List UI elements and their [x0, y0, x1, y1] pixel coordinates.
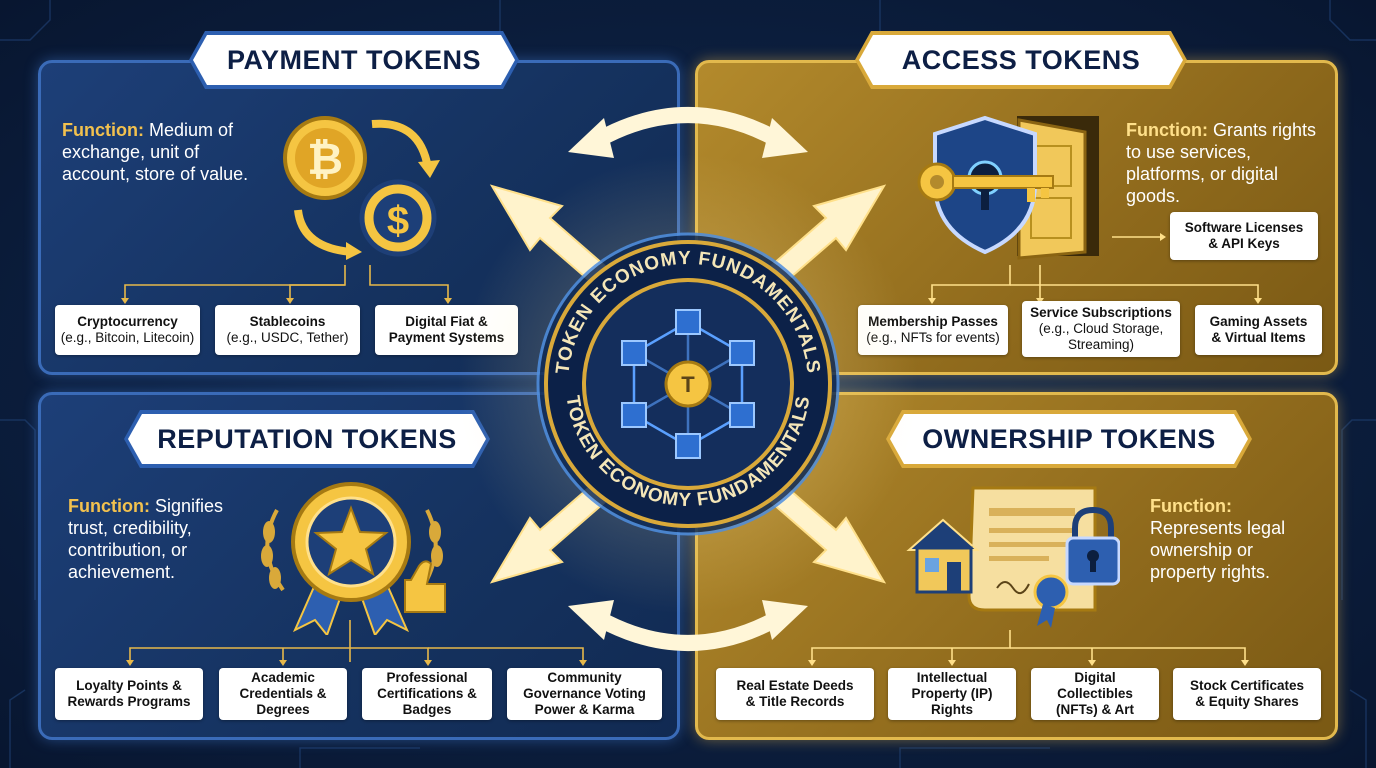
access-item-gaming-assets: Gaming Assets& Virtual Items	[1195, 305, 1322, 355]
item-label: Service Subscriptions	[1030, 305, 1172, 320]
item-label-2: & Virtual Items	[1211, 330, 1306, 345]
item-label-2: Rewards Programs	[67, 694, 191, 709]
item-label-2: & Equity Shares	[1195, 694, 1299, 709]
access-title: ACCESS TOKENS	[859, 35, 1183, 85]
ownership-item-real-estate: Real Estate Deeds& Title Records	[716, 668, 874, 720]
item-label: Stablecoins	[249, 314, 326, 329]
access-function-text: Grants rights to use services, platforms…	[1126, 120, 1317, 206]
item-label: Digital	[1074, 670, 1116, 685]
item-label-2: & Title Records	[745, 694, 845, 709]
reputation-function: Function: Signifies trust, credibility, …	[68, 495, 238, 583]
payment-title: PAYMENT TOKENS	[193, 35, 515, 85]
payment-function: Function: Medium of exchange, unit of ac…	[62, 119, 262, 185]
item-label-2: Credentials &	[239, 686, 327, 701]
network-node	[675, 309, 701, 335]
svg-text:$: $	[387, 199, 409, 243]
network-node	[621, 402, 647, 428]
item-label-3: Rights	[930, 702, 973, 717]
bottom-arrow-head-right	[762, 600, 808, 640]
svg-text:₿: ₿	[307, 135, 343, 184]
item-label: Cryptocurrency	[77, 314, 178, 329]
payment-function-text: Medium of exchange, unit of account, sto…	[62, 120, 249, 184]
access-function-label: Function:	[1126, 120, 1208, 140]
ownership-function: Function: Represents legal ownership or …	[1150, 495, 1310, 583]
bottom-curved-arrow	[590, 610, 786, 651]
core-token-letter: T	[681, 372, 695, 397]
top-curved-arrow	[590, 107, 786, 148]
item-label-3: (NFTs) & Art	[1056, 702, 1134, 717]
core-token-coin	[664, 360, 712, 408]
payment-item-stablecoins: Stablecoins(e.g., USDC, Tether)	[215, 305, 360, 355]
access-function: Function: Grants rights to use services,…	[1126, 119, 1321, 207]
item-label-3: Degrees	[256, 702, 310, 717]
reputation-function-label: Function:	[68, 496, 150, 516]
item-label: Real Estate Deeds	[736, 678, 854, 693]
payment-coins-icon: ₿ $	[283, 116, 440, 260]
item-label: Community	[547, 670, 622, 685]
item-label: Gaming Assets	[1209, 314, 1308, 329]
payment-function-label: Function:	[62, 120, 144, 140]
reputation-medal-icon	[261, 482, 446, 635]
top-arrow-head-right	[762, 118, 808, 158]
item-detail-2: Streaming)	[1067, 337, 1135, 352]
bottom-arrow-head-left	[568, 600, 614, 640]
item-label-2: Collectibles	[1057, 686, 1133, 701]
ownership-title: OWNERSHIP TOKENS	[890, 414, 1248, 464]
network-node	[675, 433, 701, 459]
ownership-function-text: Represents legal ownership or property r…	[1150, 518, 1286, 582]
reputation-function-text: Signifies trust, credibility, contributi…	[68, 496, 224, 582]
reputation-title: REPUTATION TOKENS	[128, 414, 486, 464]
hub-title-bottom-path: TOKEN ECONOMY FUNDAMENTALS	[562, 394, 814, 511]
top-arrow-head-left	[568, 118, 614, 158]
item-label-3: Power & Karma	[534, 702, 635, 717]
item-label-2: Property (IP)	[911, 686, 993, 701]
item-detail: (e.g., USDC, Tether)	[226, 330, 349, 345]
item-label: Loyalty Points &	[76, 678, 182, 693]
item-label-2: & API Keys	[1208, 236, 1280, 251]
ownership-item-stock-certificates: Stock Certificates& Equity Shares	[1173, 668, 1321, 720]
item-detail: (e.g., Bitcoin, Litecoin)	[60, 330, 195, 345]
item-label: Academic	[251, 670, 315, 685]
item-label-3: Badges	[402, 702, 452, 717]
access-item-service-subscriptions: Service Subscriptions(e.g., Cloud Storag…	[1022, 301, 1180, 357]
item-label: Professional	[386, 670, 468, 685]
item-label-2: Governance Voting	[523, 686, 646, 701]
item-label: Software Licenses	[1184, 220, 1304, 235]
item-label: Intellectual	[916, 670, 988, 685]
item-label-2: Certifications &	[377, 686, 477, 701]
item-detail: (e.g., Cloud Storage,	[1038, 321, 1164, 336]
network-node	[729, 402, 755, 428]
network-node	[621, 340, 647, 366]
payment-item-cryptocurrency: Cryptocurrency(e.g., Bitcoin, Litecoin)	[55, 305, 200, 355]
ownership-deed-house-lock-icon	[906, 486, 1120, 628]
ownership-function-label: Function:	[1150, 496, 1232, 516]
hub-title-bottom: TOKEN ECONOMY FUNDAMENTALS	[562, 394, 815, 511]
network-node	[729, 340, 755, 366]
reputation-item-loyalty-points: Loyalty Points &Rewards Programs	[55, 668, 203, 720]
access-item-software-licenses: Software Licenses& API Keys	[1170, 212, 1318, 260]
access-key-shield-door-icon	[917, 115, 1099, 260]
item-label: Stock Certificates	[1189, 678, 1305, 693]
